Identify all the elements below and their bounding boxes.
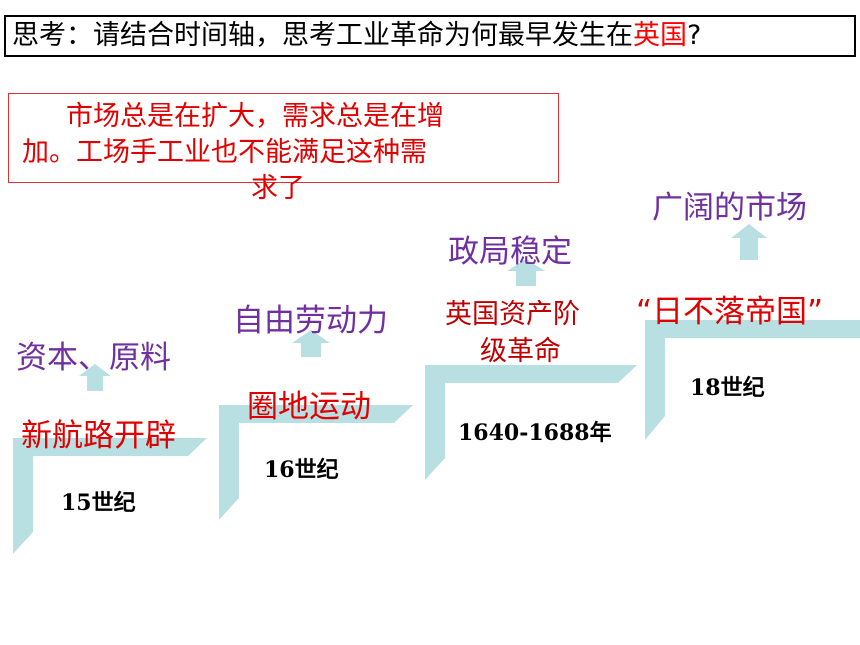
stair-step-4: [645, 320, 860, 440]
stair-step-1: [13, 438, 207, 554]
event-label-3a: 英国资产阶: [445, 299, 580, 330]
event-label-1: 新航路开辟: [21, 418, 176, 454]
question-suffix: ?: [687, 20, 702, 51]
century-label-2: 16世纪: [264, 457, 339, 483]
result-label-3: 政局稳定: [448, 234, 572, 270]
result-label-2: 自由劳动力: [233, 303, 388, 339]
event-label-3b: 级革命: [480, 336, 561, 367]
question-highlight: 英国: [633, 20, 687, 51]
stair-step-2: [219, 405, 413, 520]
event-label-2: 圈地运动: [247, 389, 371, 425]
note-line-2: 加。工场手工业也不能满足这种需: [22, 137, 427, 168]
event-label-4: “日不落帝国”: [636, 294, 824, 330]
question-box: 思考：请结合时间轴，思考工业革命为何最早发生在英国?: [4, 15, 856, 57]
note-line-1: 市场总是在扩大，需求总是在增: [66, 101, 444, 132]
question-text: 思考：请结合时间轴，思考工业革命为何最早发生在: [12, 20, 633, 51]
century-label-1: 15世纪: [61, 490, 136, 516]
result-label-4: 广阔的市场: [652, 190, 807, 226]
century-label-3: 1640-1688年: [458, 420, 612, 446]
century-label-4: 18世纪: [690, 375, 765, 401]
arrow-up-icon: [79, 364, 111, 391]
arrow-up-icon: [507, 259, 545, 286]
result-label-1: 资本、原料: [16, 340, 171, 376]
note-box: [8, 93, 559, 183]
arrow-up-icon: [731, 224, 767, 260]
stair-step-3: [425, 365, 637, 480]
note-line-3: 求了: [251, 173, 305, 204]
arrow-up-icon: [292, 330, 330, 357]
